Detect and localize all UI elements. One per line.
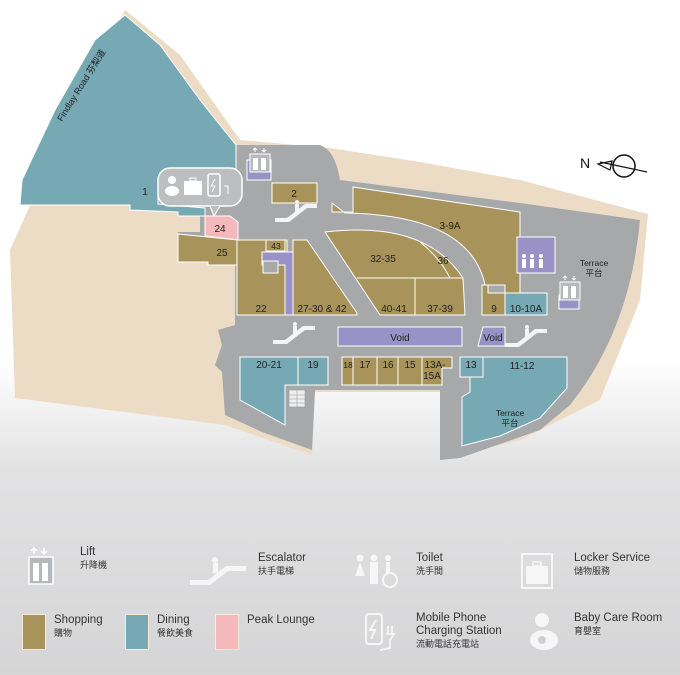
legend-charging-zh: 流動電話充電站: [416, 639, 480, 649]
legend-toilet-zh: 洗手間: [416, 566, 444, 576]
unit-24[interactable]: [204, 215, 239, 241]
unit-dividers: [357, 241, 463, 315]
legend-escalator-zh: 扶手電梯: [258, 566, 295, 576]
charging-station-icon: [365, 613, 396, 651]
unit-3-9a-label: 3-9A: [439, 221, 460, 232]
legend-locker-en: Locker Service: [574, 552, 651, 564]
north-compass: N: [580, 154, 648, 178]
legend-locker-zh: 儲物服務: [574, 566, 611, 576]
legend-lift-zh: 升降機: [80, 560, 108, 570]
unit-17-label: 17: [359, 360, 371, 371]
unit-3-9a[interactable]: [331, 186, 521, 294]
unit-10-10a[interactable]: [504, 292, 548, 316]
escalator-icon: [190, 557, 246, 585]
unit-43[interactable]: [265, 239, 286, 252]
toilet-icon: [522, 254, 543, 268]
terrace-north-label: Terrace: [580, 258, 609, 268]
unit-15[interactable]: [397, 356, 423, 386]
compass-label: N: [580, 155, 590, 171]
unit-18-label: 18: [343, 360, 353, 370]
unit-2[interactable]: [271, 182, 318, 204]
locker-icon: [288, 389, 306, 408]
unit-25-label: 25: [216, 248, 228, 259]
compass-line-icon: [599, 161, 648, 173]
unit-1[interactable]: [19, 14, 237, 217]
facilities-bubble: [157, 167, 243, 218]
legend-charging-en2: Charging Station: [416, 625, 502, 637]
terrace-north-zh: 平台: [585, 268, 602, 278]
legend-charging-en1: Mobile Phone: [416, 612, 487, 624]
legend-locker: Locker Service 儲物服務: [520, 552, 650, 592]
unit-13a-15a-label-1: 13A-: [424, 360, 445, 371]
locker-icon: [521, 553, 553, 589]
legend-shopping: Shopping 購物: [22, 614, 103, 650]
unit-25[interactable]: [177, 233, 239, 266]
unit-19-label: 19: [307, 360, 319, 371]
unit-36-label: 36: [437, 256, 449, 267]
baby-care-icon: [165, 176, 179, 196]
legend-lift-en: Lift: [80, 546, 96, 558]
unit-10-10a-label: 10-10A: [510, 304, 543, 315]
unit-1-label: 1: [142, 187, 148, 198]
legend-lift: Lift 升降機: [26, 546, 107, 586]
service-area: [261, 251, 294, 316]
void-main-label: Void: [390, 333, 409, 344]
compass-circle-icon: [612, 154, 636, 178]
unit-43-label: 43: [271, 241, 281, 251]
legend-escalator-en: Escalator: [258, 552, 306, 564]
void-main: [337, 326, 463, 347]
unit-11-12-label: 11-12: [510, 361, 535, 372]
unit-22-label: 22: [255, 304, 267, 315]
lift-icon: [28, 546, 54, 585]
legend-escalator: Escalator 扶手電梯: [188, 552, 306, 592]
unit-37-39-label: 37-39: [427, 304, 453, 315]
terrace-south-label: Terrace: [496, 408, 525, 418]
legend-baby-care: Baby Care Room 育嬰室: [528, 612, 662, 652]
service-core: [262, 260, 279, 274]
unit-9-label: 9: [491, 304, 497, 315]
legend-toilet-en: Toilet: [416, 552, 443, 564]
unit-13a-15a[interactable]: [421, 356, 453, 386]
legend-dining-en: Dining: [157, 614, 190, 626]
unit-13-label: 13: [465, 360, 477, 371]
unit-40-41-label: 40-41: [381, 304, 407, 315]
legend-toilet: Toilet 洗手間: [352, 552, 443, 592]
baby-care-icon: [530, 613, 558, 650]
legend-peak-lounge: Peak Lounge: [215, 614, 315, 650]
terrace-south-zh: 平台: [501, 418, 518, 428]
charging-station-icon: [207, 173, 229, 197]
legend-dining-zh: 餐飲美食: [157, 628, 194, 638]
dining-swatch: [125, 614, 149, 650]
shops-row: [341, 356, 453, 386]
unit-24-label: 24: [214, 224, 226, 235]
unit-16-label: 16: [382, 360, 394, 371]
unit-32-35-label: 32-35: [370, 254, 396, 265]
legend-peak-lounge-en: Peak Lounge: [247, 614, 315, 626]
peak-lounge-swatch: [215, 614, 239, 650]
unit-20-21[interactable]: [239, 356, 329, 426]
unit-20-21-label: 20-21: [256, 360, 282, 371]
unit-27-30-42-label: 27-30 & 42: [298, 304, 347, 315]
void-east-label: Void: [483, 333, 502, 344]
unit-2-label: 2: [291, 189, 297, 200]
legend-shopping-zh: 購物: [54, 628, 73, 638]
legend-baby-care-en: Baby Care Room: [574, 612, 663, 624]
toilet-icon: [355, 554, 398, 588]
shopping-swatch: [22, 614, 46, 650]
unit-15-label: 15: [404, 360, 416, 371]
unit-13a-15a-label-2: 15A: [423, 371, 441, 382]
unit-11-12[interactable]: [461, 356, 568, 447]
unit-17[interactable]: [352, 356, 378, 386]
locker-icon: [184, 177, 202, 195]
legend-dining: Dining 餐飲美食: [125, 614, 193, 650]
floor-map: 1 24 25 2 3-9A 32-35 36 40-41 37-39 27-3…: [10, 10, 648, 460]
legend-shopping-en: Shopping: [54, 614, 103, 626]
legend-baby-care-zh: 育嬰室: [574, 626, 602, 636]
